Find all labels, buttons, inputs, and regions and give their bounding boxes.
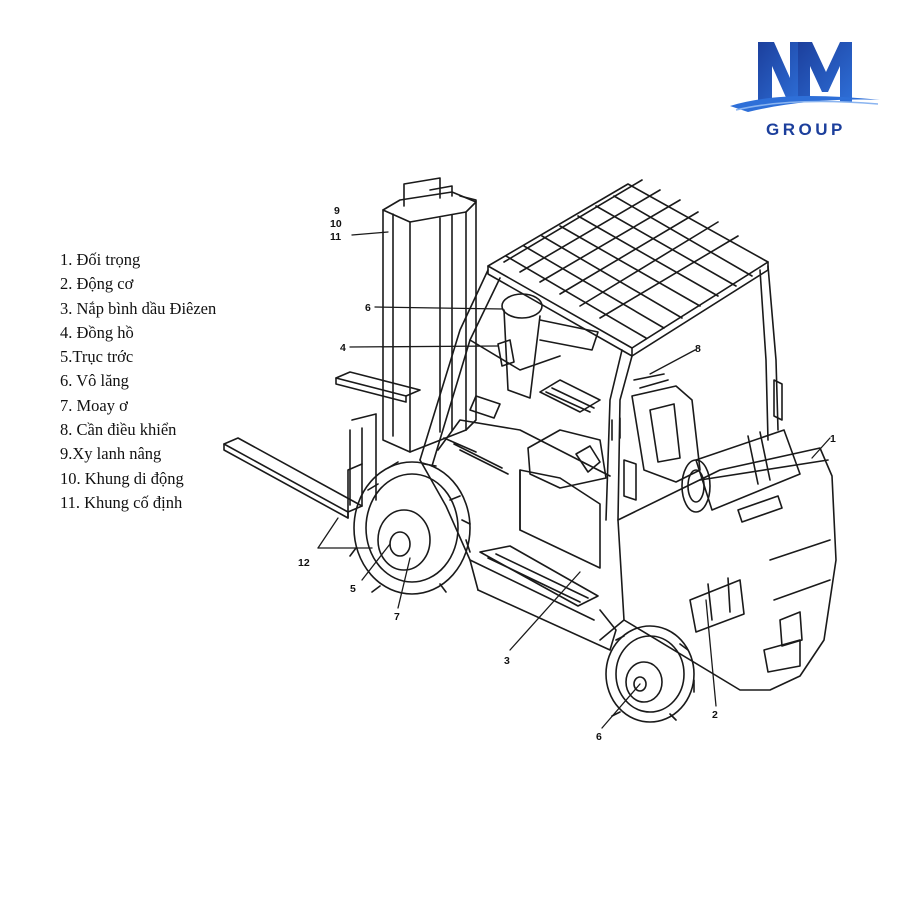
forks — [223, 371, 421, 519]
callout-10: 10 — [330, 218, 342, 230]
callout-9: 9 — [334, 205, 340, 217]
logo-monogram — [730, 42, 880, 112]
front-wheel — [349, 461, 471, 595]
legend-item: 8. Cần điều khiển — [60, 420, 177, 440]
gas-cylinder — [681, 429, 801, 523]
callout-3: 3 — [504, 655, 510, 667]
legend-item: 11. Khung cố định — [60, 492, 183, 512]
chassis — [419, 339, 617, 651]
brand-logo: GROUP — [728, 36, 888, 146]
callout-6-top: 6 — [365, 302, 371, 314]
legend-item: 7. Moay ơ — [60, 395, 128, 415]
legend-item: 2. Động cơ — [60, 274, 134, 294]
callout-8: 8 — [695, 343, 701, 355]
mast — [382, 177, 477, 453]
rear-wheel — [605, 625, 695, 723]
leader-lines — [317, 231, 831, 729]
steering-column — [497, 293, 599, 399]
legend-item: 10. Khung di động — [60, 468, 184, 488]
legend-item: 6. Vô lăng — [60, 371, 129, 391]
callout-7: 7 — [394, 611, 400, 623]
logo-wordmark: GROUP — [766, 120, 846, 139]
callout-2: 2 — [712, 709, 718, 721]
counterweight — [599, 447, 837, 691]
overhead-guard — [419, 179, 783, 521]
legend-item: 1. Đối trọng — [60, 250, 141, 269]
callout-numbers: 9 10 11 6 4 8 1 12 5 7 3 2 6 — [298, 205, 836, 743]
legend-item: 5.Trục trớc — [60, 347, 134, 367]
callout-6-bottom: 6 — [596, 731, 602, 743]
callout-11: 11 — [330, 231, 341, 243]
legend-item: 3. Nắp bình dầu Điêzen — [60, 298, 217, 318]
parts-legend: 1. Đối trọng 2. Động cơ 3. Nắp bình dầu … — [60, 248, 216, 515]
callout-12: 12 — [298, 557, 310, 569]
callout-5: 5 — [350, 583, 356, 595]
legend-item: 9.Xy lanh nâng — [60, 444, 162, 464]
legend-item: 4. Đồng hồ — [60, 322, 134, 342]
callout-4: 4 — [340, 342, 346, 354]
callout-1: 1 — [830, 433, 836, 445]
